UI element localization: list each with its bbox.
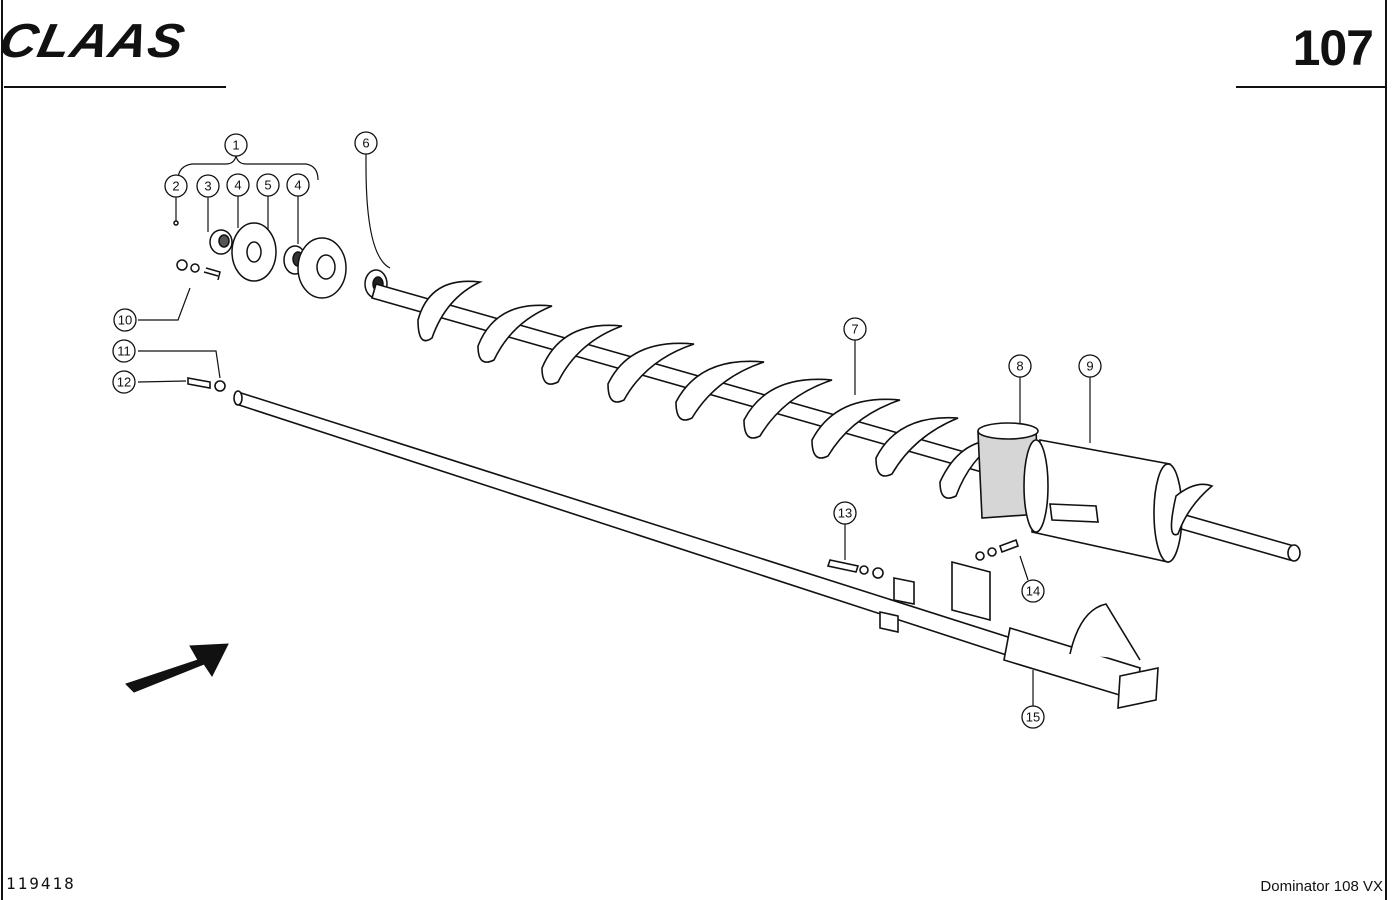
callout-label: 8 [1016, 359, 1023, 374]
callout-c9: 9 [1078, 354, 1102, 378]
callout-label: 3 [204, 179, 211, 194]
auger-flights [417, 280, 1003, 499]
callout-circle [226, 173, 250, 197]
direction-arrow-icon [125, 643, 229, 693]
callout-circle [112, 370, 136, 394]
header-rule-right [1236, 86, 1385, 88]
bolt-14-part [998, 538, 1020, 554]
callout-label: 1 [232, 138, 239, 153]
callout-label: 11 [117, 344, 131, 359]
tube-bracket-part [1049, 503, 1099, 523]
model-name: Dominator 108 VX [1260, 878, 1383, 895]
bolt-12-part [187, 377, 211, 389]
callout-label: 15 [1026, 710, 1040, 725]
drawing-number: 119418 [6, 874, 76, 893]
auger-assembly [371, 280, 1301, 563]
callout-label: 5 [264, 178, 271, 193]
callout-label: 12 [117, 375, 131, 390]
callout-label: 4 [294, 178, 301, 193]
callout-c13: 13 [833, 501, 857, 525]
auger-end-flight [1170, 483, 1214, 536]
callout-label: 13 [838, 506, 852, 521]
callout-circle [164, 174, 188, 198]
nut-10-part [176, 259, 188, 271]
callout-circle [224, 133, 248, 157]
callout-label: 9 [1086, 359, 1093, 374]
callout-c2: 2 [164, 174, 188, 198]
callout-circle [1021, 705, 1045, 729]
page-number: 107 [1292, 20, 1374, 76]
callout-c4b: 4 [286, 173, 310, 197]
callout-label: 7 [851, 322, 858, 337]
callout-circle [354, 131, 378, 155]
callout-circle [256, 173, 280, 197]
callout-label: 10 [118, 313, 132, 328]
callout-circle [1078, 354, 1102, 378]
washer-11-part [214, 380, 226, 392]
callout-label: 6 [362, 136, 369, 151]
callout-label: 14 [1026, 584, 1040, 599]
callout-circle [843, 317, 867, 341]
bolt-10-part [203, 267, 221, 281]
bolt-13-part [826, 559, 860, 573]
callout-label: 2 [172, 179, 179, 194]
page-border-left [1, 0, 3, 900]
callout-c8: 8 [1008, 354, 1032, 378]
nut-14-part [975, 551, 985, 561]
callout-circle [1008, 354, 1032, 378]
callout-label: 4 [234, 178, 241, 193]
callout-circle [112, 339, 136, 363]
grease-nipple-part [173, 220, 179, 226]
lower-tube-assembly [187, 377, 1159, 709]
callout-c1: 1 [224, 133, 248, 157]
callout-circle [1021, 579, 1045, 603]
callout-circle [196, 174, 220, 198]
callout-circle [833, 501, 857, 525]
callout-c7: 7 [843, 317, 867, 341]
callout-c11: 11 [112, 339, 136, 363]
callout-c15: 15 [1021, 705, 1045, 729]
callout-c3: 3 [196, 174, 220, 198]
callout-circle [286, 173, 310, 197]
callout-c10: 10 [113, 308, 137, 332]
leader-lines [137, 154, 1091, 706]
callout-c5: 5 [256, 173, 280, 197]
auger-tube-part [1031, 439, 1171, 563]
callout-c12: 12 [112, 370, 136, 394]
callout-circle [113, 308, 137, 332]
page-border-right [1385, 0, 1387, 900]
callout-c6: 6 [354, 131, 378, 155]
callout-c4a: 4 [226, 173, 250, 197]
bearing-group [173, 220, 388, 299]
mount-plate-part [951, 560, 991, 622]
callout-c14: 14 [1021, 579, 1045, 603]
header-rule-left [4, 86, 226, 88]
